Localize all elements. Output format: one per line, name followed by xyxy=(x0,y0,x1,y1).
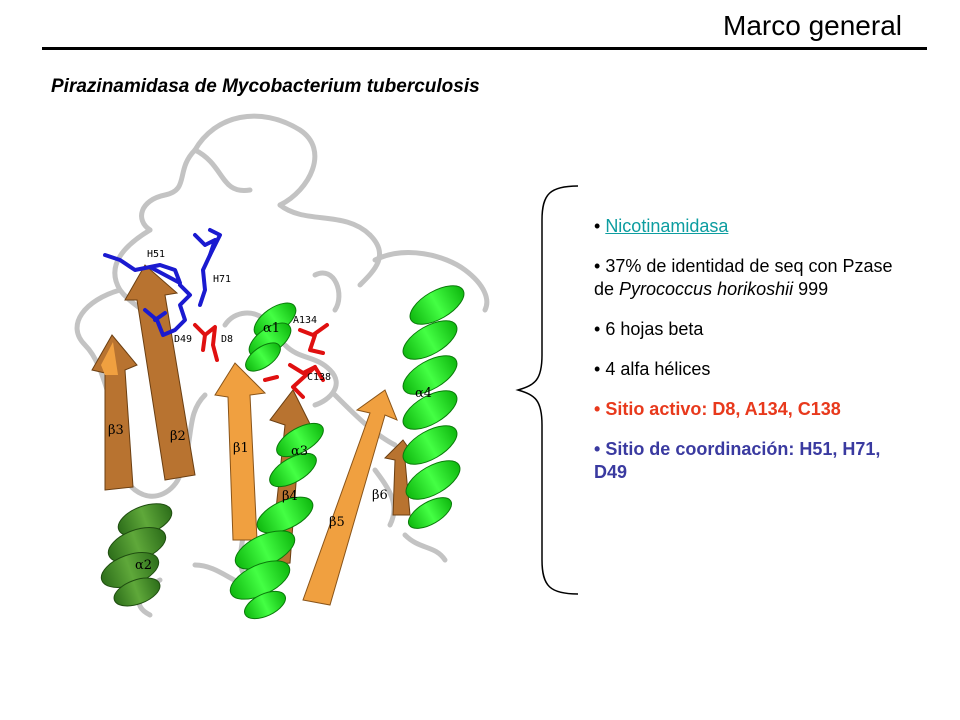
helix-alpha1 xyxy=(245,302,297,372)
residue-label-a134: A134 xyxy=(293,315,317,326)
beta-strands xyxy=(91,264,418,606)
bullet-list: • Nicotinamidasa • 37% de identidad de s… xyxy=(594,215,894,501)
active-site-residues xyxy=(193,323,329,399)
bullet-item-alpha: • 4 alfa hélices xyxy=(594,359,711,379)
residue-labels: H51 H71 D49 D8 A134 C138 xyxy=(147,249,331,383)
sse-label-beta3: β3 xyxy=(108,423,124,438)
title-divider xyxy=(42,47,927,50)
strand-beta2 xyxy=(124,264,196,481)
bullet-item-active-site: • Sitio activo: D8, A134, C138 xyxy=(594,399,841,419)
alpha-helices-text: 4 alfa hélices xyxy=(605,359,711,379)
residue-label-c138: C138 xyxy=(307,372,331,383)
bullet-item-nicotinamidasa: • Nicotinamidasa xyxy=(594,216,729,236)
protein-ribbon-diagram: H51 H71 D49 D8 A134 C138 α1 α2 α3 α4 β1 … xyxy=(74,113,490,620)
strand-beta3-tip xyxy=(101,342,118,375)
sse-label-beta5: β5 xyxy=(329,515,345,530)
residue-label-h51: H51 xyxy=(147,249,165,260)
helix-alpha2 xyxy=(100,503,173,607)
sse-label-alpha3: α3 xyxy=(291,444,308,459)
beta-sheets-text: 6 hojas beta xyxy=(605,319,704,339)
slide-title: Marco general xyxy=(723,10,902,41)
residue-label-d8: D8 xyxy=(221,334,233,345)
sse-labels: α1 α2 α3 α4 β1 β2 β3 β4 β5 β6 xyxy=(108,321,432,573)
sse-label-alpha1: α1 xyxy=(263,321,280,336)
helix-alpha4 xyxy=(402,285,465,529)
identity-suffix: 999 xyxy=(793,279,829,299)
coordination-residues xyxy=(103,228,222,337)
identity-text: 37% de identidad de seq con Pzase de xyxy=(594,256,893,299)
coordination-site-text: Sitio de coordinación: H51, H71, D49 xyxy=(594,439,881,482)
strand-beta5 xyxy=(302,389,398,606)
alpha-helices xyxy=(100,285,465,620)
sse-label-beta2: β2 xyxy=(170,429,186,444)
sse-label-beta4: β4 xyxy=(282,489,298,504)
residue-label-h71: H71 xyxy=(213,274,231,285)
bullet-item-identity: • 37% de identidad de seq con Pzase de P… xyxy=(594,256,893,299)
active-site-text: Sitio activo: D8, A134, C138 xyxy=(605,399,841,419)
identity-species: Pyrococcus horikoshii xyxy=(619,279,794,299)
bullet-item-coordination-site: • Sitio de coordinación: H51, H71, D49 xyxy=(594,439,881,482)
strand-beta1 xyxy=(214,362,267,541)
sse-label-beta6: β6 xyxy=(372,488,388,503)
curly-bracket xyxy=(500,180,590,600)
sse-label-beta1: β1 xyxy=(233,441,249,456)
bullet-item-beta: • 6 hojas beta xyxy=(594,319,704,339)
nicotinamidasa-link[interactable]: Nicotinamidasa xyxy=(605,216,729,236)
residue-label-d49: D49 xyxy=(174,334,192,345)
slide-subtitle: Pirazinamidasa de Mycobacterium tubercul… xyxy=(51,76,480,97)
sse-label-alpha2: α2 xyxy=(135,558,152,573)
strand-beta3 xyxy=(91,334,138,491)
sse-label-alpha4: α4 xyxy=(415,386,432,401)
protein-structure-figure: H51 H71 D49 D8 A134 C138 α1 α2 α3 α4 β1 … xyxy=(45,95,540,625)
helix-alpha3 xyxy=(229,422,324,620)
